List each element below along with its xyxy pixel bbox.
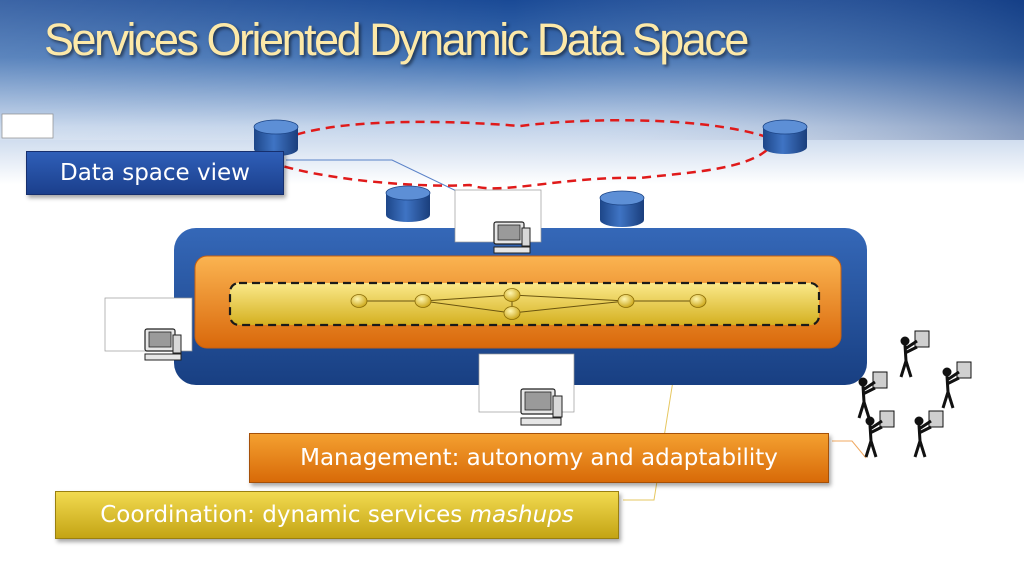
data-space-view-label: Data space view [26, 151, 284, 195]
desktop-computer-icon [520, 388, 563, 426]
placeholder-frame [1, 113, 54, 139]
data-space-view-text: Data space view [60, 160, 250, 186]
coordination-label: Coordination: dynamic services mashups [55, 491, 619, 539]
service-node-icon [617, 294, 635, 308]
service-node-icon [689, 294, 707, 308]
person-at-computer-icon [941, 361, 972, 409]
database-cylinder-icon [762, 119, 808, 154]
management-label: Management: autonomy and adaptability [249, 433, 829, 483]
desktop-computer-icon [493, 221, 531, 254]
service-node-icon [503, 306, 521, 320]
service-mashup-graph [359, 294, 698, 314]
person-at-computer-icon [899, 330, 930, 378]
data-space-ring [268, 118, 777, 190]
person-at-computer-icon [857, 371, 888, 419]
service-node-icon [414, 294, 432, 308]
coordination-emphasis-text: mashups [469, 502, 574, 528]
coordination-text: Coordination: dynamic services [100, 502, 470, 528]
person-at-computer-icon [864, 410, 895, 458]
service-node-icon [503, 288, 521, 302]
database-cylinder-icon [253, 119, 299, 156]
person-at-computer-icon [913, 410, 944, 458]
page-title: Services Oriented Dynamic Data Space [44, 14, 749, 65]
management-text: Management: autonomy and adaptability [300, 445, 778, 471]
coordination-bar [228, 281, 821, 327]
desktop-computer-icon [144, 328, 182, 361]
service-node-icon [350, 294, 368, 308]
callout-line-management [832, 440, 867, 459]
database-cylinder-icon [385, 185, 431, 222]
database-cylinder-icon [599, 190, 645, 227]
